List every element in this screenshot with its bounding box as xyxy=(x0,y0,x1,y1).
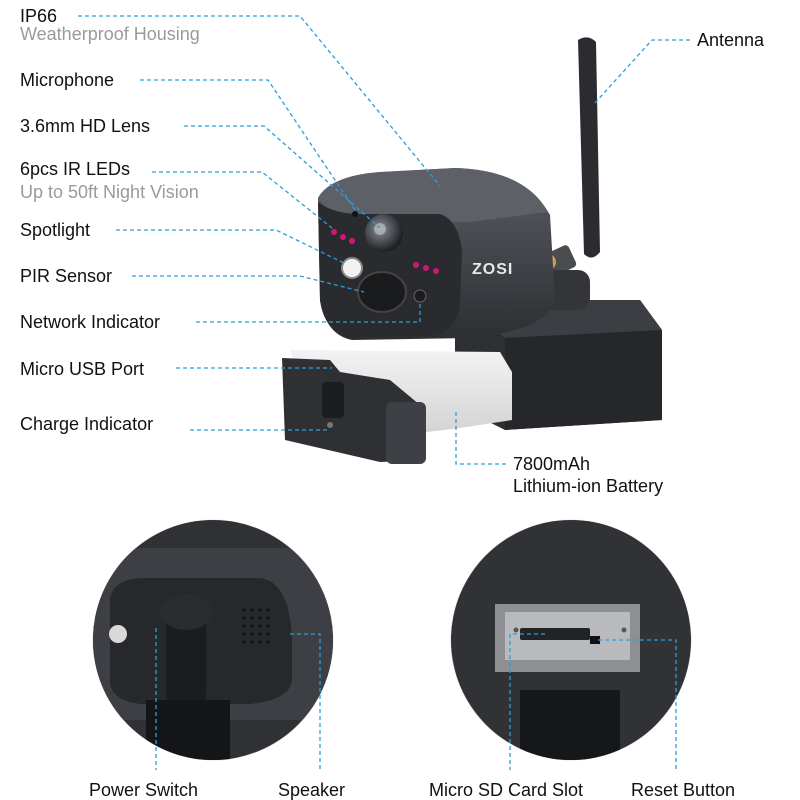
label-spotlight: Spotlight xyxy=(20,220,91,240)
label-charge-indicator: Charge Indicator xyxy=(20,414,154,434)
label-antenna: Antenna xyxy=(697,30,765,50)
label-power-switch: Power Switch xyxy=(89,780,199,800)
label-battery-capacity: 7800mAh xyxy=(513,454,591,474)
label-ir-leds-sub: Up to 50ft Night Vision xyxy=(20,182,199,202)
microphone-hole xyxy=(352,211,358,217)
label-speaker: Speaker xyxy=(278,780,346,800)
label-battery-type: Lithium-ion Battery xyxy=(513,476,664,496)
label-lens: 3.6mm HD Lens xyxy=(20,116,151,136)
label-microphone: Microphone xyxy=(20,70,115,90)
label-pir-sensor: PIR Sensor xyxy=(20,266,113,286)
detail-circle-left xyxy=(92,519,334,761)
spotlight-part xyxy=(341,257,363,279)
pir-sensor-part xyxy=(357,271,407,313)
battery-pack xyxy=(282,350,512,464)
detail-circle-right xyxy=(450,519,692,761)
label-network-indicator: Network Indicator xyxy=(20,312,161,332)
leader-lines xyxy=(78,15,690,770)
label-ip66-sub: Weatherproof Housing xyxy=(20,24,200,44)
lens-highlight xyxy=(374,223,386,235)
brand-logo: ZOSI xyxy=(472,261,513,278)
label-sd-slot: Micro SD Card Slot xyxy=(429,780,584,800)
label-ip66: IP66 xyxy=(20,6,58,26)
network-indicator-part xyxy=(413,289,427,303)
label-micro-usb: Micro USB Port xyxy=(20,359,145,379)
label-ir-leds: 6pcs IR LEDs xyxy=(20,159,131,179)
label-reset-button: Reset Button xyxy=(631,780,736,800)
camera-body xyxy=(318,168,555,340)
ir-leds xyxy=(331,229,439,274)
